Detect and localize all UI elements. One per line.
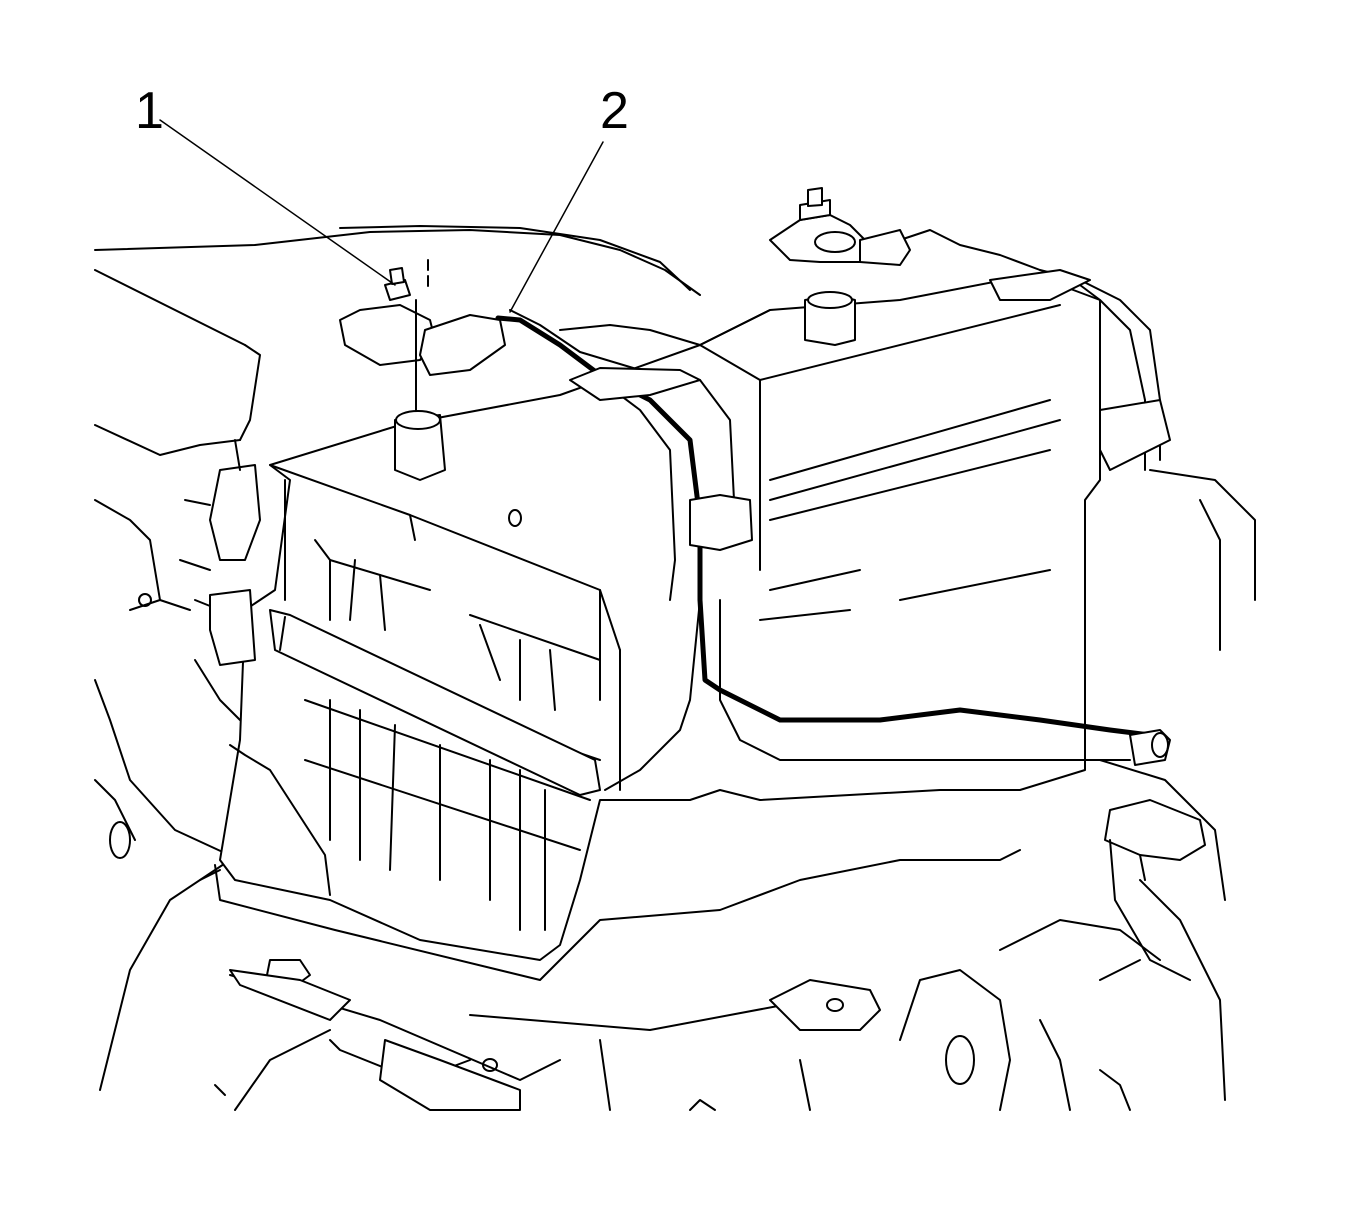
negative-battery-cable (339, 259, 506, 481)
left-connectors (129, 439, 261, 721)
leader-line-1 (159, 119, 396, 286)
lower-bracket (109, 744, 1131, 1111)
harness-right (569, 229, 1171, 551)
right-clamp (1099, 799, 1206, 981)
callout-labels: 1 2 (135, 82, 629, 140)
engine-bay-outline (94, 225, 1256, 1111)
callout-label-2: 2 (600, 82, 629, 140)
battery-tray-grille (269, 539, 601, 931)
callout-leaders (159, 119, 604, 313)
leader-line-2 (509, 141, 604, 313)
callout-label-1: 1 (135, 82, 164, 140)
positive-terminal (769, 187, 911, 346)
